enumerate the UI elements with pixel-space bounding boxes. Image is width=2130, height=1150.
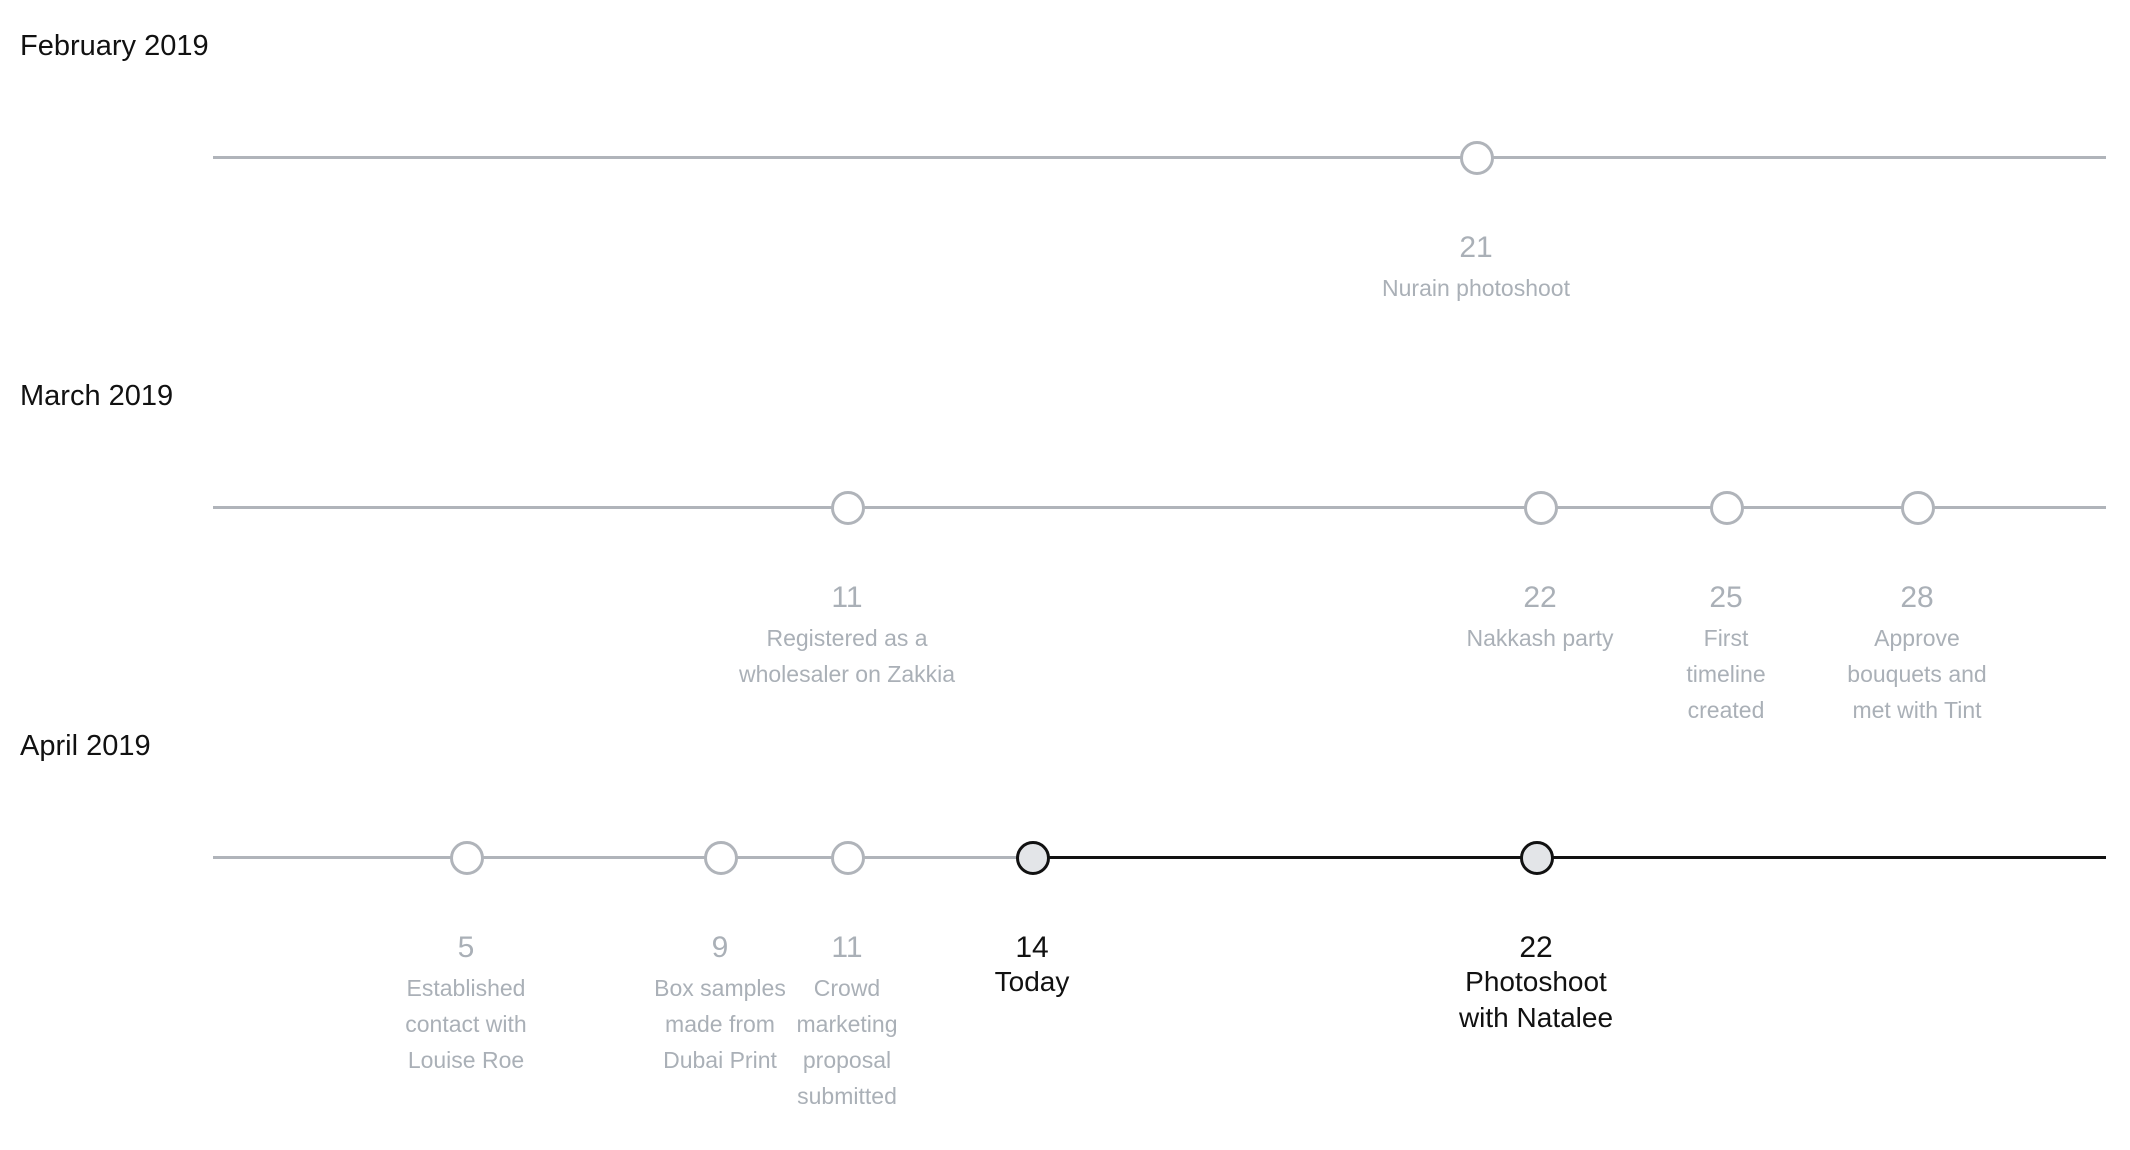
event-description: Approve bouquets and met with Tint bbox=[1817, 620, 2017, 728]
event-marker[interactable] bbox=[831, 841, 865, 875]
timeline-axis-upcoming bbox=[1030, 856, 2106, 859]
event-description: Established contact with Louise Roe bbox=[356, 970, 576, 1078]
month-march: March 2019 11 Registered as a wholesaler… bbox=[0, 350, 2130, 723]
event-description-line: Nakkash party bbox=[1466, 625, 1614, 651]
event-day: 25 bbox=[1709, 581, 1743, 614]
event-marker[interactable] bbox=[1520, 841, 1554, 875]
event-description: Box samples made from Dubai Print bbox=[620, 970, 820, 1078]
event-day: 14 bbox=[1015, 931, 1049, 964]
event-description-line: Dubai Print bbox=[663, 1047, 777, 1073]
event-description: Nakkash party bbox=[1420, 620, 1660, 656]
event-description-line: bouquets and bbox=[1847, 661, 1987, 687]
event-description-line: Box samples bbox=[654, 975, 786, 1001]
event-description: Registered as a wholesaler on Zakkia bbox=[697, 620, 997, 692]
event-day: 5 bbox=[457, 931, 475, 964]
event-day: 11 bbox=[831, 581, 863, 614]
event-description-line: First bbox=[1703, 625, 1749, 651]
event-description-line: Louise Roe bbox=[407, 1047, 525, 1073]
event-description-line: met with Tint bbox=[1852, 697, 1982, 723]
event-description-line: marketing bbox=[796, 1011, 898, 1037]
event-marker[interactable] bbox=[1460, 141, 1494, 175]
event-description-line: Photoshoot bbox=[1465, 966, 1607, 997]
event-description-line: contact with bbox=[405, 1011, 527, 1037]
event-day: 28 bbox=[1900, 581, 1934, 614]
event-day: 9 bbox=[711, 931, 729, 964]
event-marker[interactable] bbox=[704, 841, 738, 875]
event-marker[interactable] bbox=[1524, 491, 1558, 525]
event-day: 22 bbox=[1523, 581, 1557, 614]
event-description: Today bbox=[912, 964, 1152, 1000]
event-description-line: Registered as a bbox=[766, 625, 928, 651]
event-description: Crowd marketing proposal submitted bbox=[785, 970, 909, 1114]
event-marker[interactable] bbox=[450, 841, 484, 875]
event-description-line: submitted bbox=[797, 1083, 897, 1109]
month-label: March 2019 bbox=[20, 380, 174, 412]
month-april: April 2019 5 Established contact with Lo… bbox=[0, 700, 2130, 1109]
event-marker[interactable] bbox=[831, 491, 865, 525]
event-marker[interactable] bbox=[1710, 491, 1744, 525]
event-description-line: with Natalee bbox=[1458, 1002, 1614, 1033]
event-description-line: Established bbox=[406, 975, 526, 1001]
event-description-line: made from bbox=[665, 1011, 775, 1037]
event-description-line: proposal bbox=[802, 1047, 892, 1073]
event-description-line: Today bbox=[994, 966, 1070, 997]
event-description-line: Approve bbox=[1874, 625, 1960, 651]
event-description: First timeline created bbox=[1636, 620, 1816, 728]
timeline-axis bbox=[213, 506, 2106, 509]
event-marker[interactable] bbox=[1016, 841, 1050, 875]
event-description-line: Nurain photoshoot bbox=[1382, 275, 1570, 301]
event-day: 22 bbox=[1519, 931, 1553, 964]
month-label: February 2019 bbox=[20, 30, 209, 62]
event-marker[interactable] bbox=[1901, 491, 1935, 525]
event-description-line: wholesaler on Zakkia bbox=[738, 661, 956, 687]
event-description: Photoshoot with Natalee bbox=[1406, 964, 1666, 1036]
month-february: February 2019 21 Nurain photoshoot bbox=[0, 0, 2130, 350]
event-description: Nurain photoshoot bbox=[1356, 270, 1596, 306]
event-description-line: created bbox=[1687, 697, 1765, 723]
timeline-axis bbox=[213, 156, 2106, 159]
event-description-line: Crowd bbox=[813, 975, 881, 1001]
month-label: April 2019 bbox=[20, 730, 151, 762]
event-day: 11 bbox=[831, 931, 863, 964]
event-day: 21 bbox=[1459, 231, 1493, 264]
event-description-line: timeline bbox=[1686, 661, 1766, 687]
